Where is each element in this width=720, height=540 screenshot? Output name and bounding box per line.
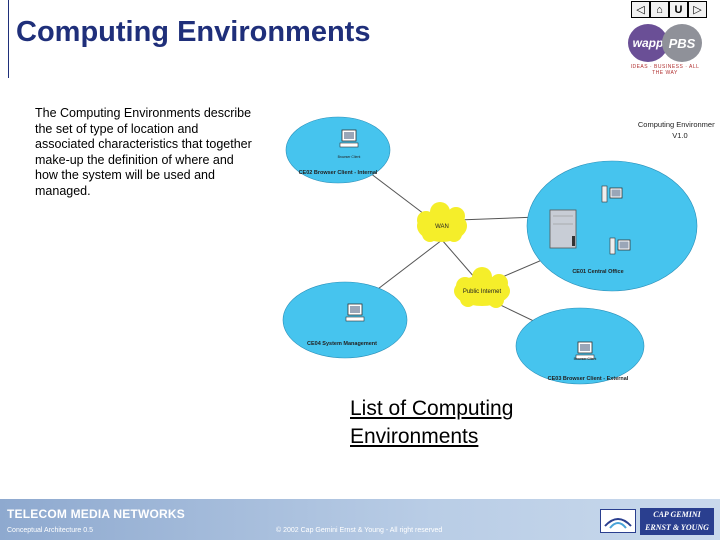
ce01-label: CE01 Central Office [572,269,623,275]
ce01-server-icon [549,209,577,249]
wan-cloud [417,202,467,242]
brand-line-1: CAP GEMINI [653,510,701,519]
logo-tagline: IDEAS · BUSINESS · ALL THE WAY [630,64,700,76]
ce01-environment [526,160,698,292]
ce02-label: CE02 Browser Client - Internal [299,170,378,176]
ce02-computer-icon [339,129,359,148]
page-title: Computing Environments [16,16,371,48]
up-icon[interactable]: U [669,1,688,18]
back-arrow-icon[interactable]: ◁ [631,1,650,18]
ce04-environment [282,281,408,359]
footer-title: TELECOM MEDIA NETWORKS [7,507,185,521]
ce03-computer-icon [575,341,595,360]
caption-line-1: List of Computing [350,397,514,420]
forward-arrow-icon[interactable]: ▷ [688,1,707,18]
description-text: The Computing Environments describe the … [35,106,252,198]
footer-copyright: © 2002 Cap Gemini Ernst & Young - All ri… [276,527,443,534]
cap-gemini-logo: CAP GEMINI ERNST & YOUNG [600,506,716,536]
company-logo: wapp PBS IDEAS · BUSINESS · ALL THE WAY [626,20,704,76]
footer-subtitle: Conceptual Architecture 0.5 [7,527,93,534]
environments-list-link[interactable]: List of Computing Environments [350,395,513,451]
ce03-client-caption: Browser Client [574,357,597,361]
ce04-computer-icon [345,303,365,322]
caption-line-2: Environments [350,425,479,448]
ce01-workstation-icon [609,237,631,255]
header-rule [8,0,9,78]
logo-right-circle: PBS [662,24,702,62]
cap-gemini-emblem-icon [600,509,636,533]
ce03-label: CE03 Browser Client - External [548,376,629,382]
ce04-label: CE04 System Management [307,341,377,347]
diagram-version: V1.0 [672,131,687,140]
internet-label: Public Internet [463,289,502,295]
wan-label: WAN [435,224,449,230]
ce01-workstation-icon [601,185,623,203]
home-icon[interactable]: ⌂ [650,1,669,18]
footer-bar: TELECOM MEDIA NETWORKS Conceptual Archit… [0,499,720,540]
internet-cloud [454,267,510,308]
logo-left-circle: wapp [628,24,668,62]
brand-line-2: ERNST & YOUNG [645,523,709,532]
computing-environments-diagram: Computing Environments V1.0 Browser Clie… [282,116,715,385]
ce02-environment [285,116,391,184]
diagram-title: Computing Environments [638,120,715,129]
cap-gemini-wordmark: CAP GEMINI ERNST & YOUNG [640,508,714,535]
ce02-client-caption: Browser Client [338,155,361,159]
link-wan-internet [441,239,476,279]
